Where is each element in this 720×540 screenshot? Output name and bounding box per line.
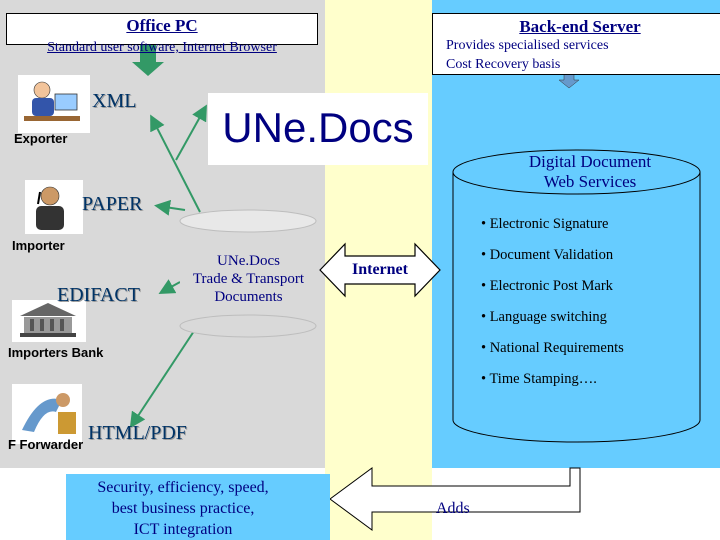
office-pc-subtitle: Standard user software, Internet Browser	[47, 40, 277, 55]
paper-label: PAPER	[82, 193, 143, 215]
server-header	[432, 13, 720, 75]
server-title: Back-end Server	[519, 17, 641, 36]
server-subtitle-2: Cost Recovery basis	[446, 57, 561, 72]
importer-illustration	[25, 180, 83, 234]
office-pc-title: Office PC	[126, 16, 198, 35]
office-pc-down-arrow	[132, 44, 164, 76]
document-store-cylinder	[179, 209, 317, 338]
exporter-illustration	[18, 75, 90, 133]
document-store-line-1: UNe.Docs	[217, 253, 280, 269]
document-store-label: UNe.Docs Trade & Transport Documents	[180, 252, 317, 306]
xml-connector	[150, 114, 201, 213]
xml-label: XML	[92, 90, 137, 112]
benefits-line-2: best business practice,	[111, 500, 255, 517]
benefits-box	[66, 474, 330, 540]
service-bullet: • Electronic Signature	[481, 216, 609, 232]
adds-label: Adds	[436, 500, 470, 517]
document-store-line-2: Trade & Transport	[192, 271, 305, 287]
forwarder-label: F Forwarder	[8, 437, 84, 452]
benefits-line-3: ICT integration	[133, 521, 233, 538]
internet-double-arrow	[319, 242, 441, 298]
html-pdf-label: HTML/PDF	[88, 422, 187, 444]
edifact-label: EDIFACT	[57, 284, 140, 306]
bank-illustration	[12, 300, 86, 342]
exporter-label: Exporter	[14, 131, 68, 146]
web-services-cylinder	[452, 149, 701, 443]
paper-connector	[154, 199, 186, 216]
edifact-connector	[158, 279, 181, 294]
adds-return-arrow	[329, 467, 581, 531]
service-bullet: • Language switching	[481, 309, 607, 325]
web-services-title-line-1: Digital Document	[528, 152, 652, 171]
benefits-line-1: Security, efficiency, speed,	[97, 479, 269, 496]
service-bullet: • Time Stamping….	[481, 371, 597, 387]
service-bullet: • Document Validation	[481, 247, 614, 263]
server-subtitle-1: Provides specialised services	[446, 38, 609, 53]
document-store-line-3: Documents	[214, 289, 283, 305]
html-pdf-connector	[129, 324, 199, 429]
importer-label: Importer	[12, 238, 65, 253]
xml-connector-right	[175, 104, 207, 161]
office-pc-header: Office PC Standard user software, Intern…	[6, 13, 318, 55]
importers-bank-label: Importers Bank	[8, 345, 104, 360]
web-services-title: Digital Document Web Services	[480, 152, 700, 192]
web-services-title-line-2: Web Services	[543, 172, 637, 191]
unedocs-title: UNe.Docs	[208, 93, 428, 165]
internet-label: Internet	[352, 261, 408, 278]
benefits-text: Security, efficiency, speed, best busine…	[66, 477, 300, 540]
forwarder-illustration	[12, 384, 82, 444]
service-bullet: • Electronic Post Mark	[481, 278, 613, 294]
service-bullet: • National Requirements	[481, 340, 624, 356]
